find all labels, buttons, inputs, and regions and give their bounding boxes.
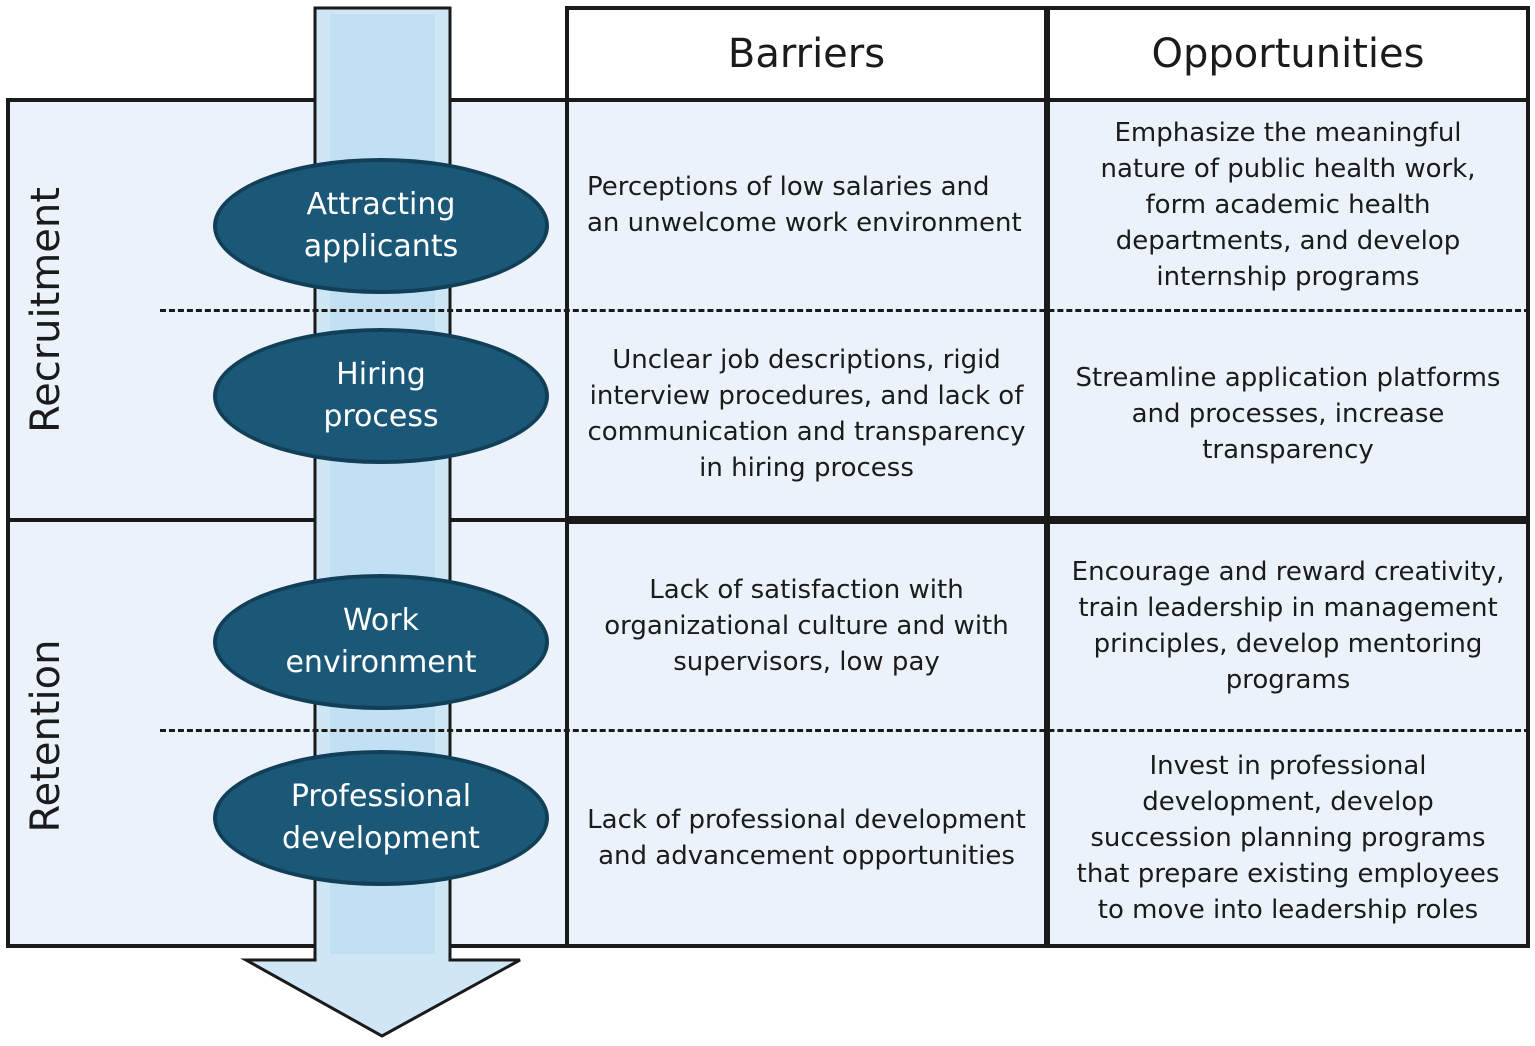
recruitment-label: Recruitment xyxy=(23,187,69,433)
barrier-text: Perceptions of low salaries and an unwel… xyxy=(587,172,1022,238)
opportunity-text: Streamline application platforms and pro… xyxy=(1075,363,1501,465)
retention-label: Retention xyxy=(23,639,69,833)
barrier-cell-hiring-process: Unclear job descriptions, rigid intervie… xyxy=(569,312,1044,516)
opportunity-cell-attracting-applicants: Emphasize the meaningful nature of publi… xyxy=(1050,102,1526,308)
opportunity-cell-work-environment: Encourage and reward creativity, train l… xyxy=(1050,524,1526,728)
dashed-divider-recruitment xyxy=(160,309,1530,312)
phase-divider xyxy=(565,516,1530,524)
barrier-cell-professional-development: Lack of professional development and adv… xyxy=(569,732,1044,944)
stage-label: Attracting applicants xyxy=(303,187,459,264)
barrier-cell-work-environment: Lack of satisfaction with organizational… xyxy=(569,524,1044,728)
opportunity-cell-hiring-process: Streamline application platforms and pro… xyxy=(1050,312,1526,516)
barriers-header: Barriers xyxy=(565,6,1048,102)
opportunity-text: Emphasize the meaningful nature of publi… xyxy=(1100,118,1476,292)
barrier-text: Unclear job descriptions, rigid intervie… xyxy=(587,345,1026,483)
opportunities-header-label: Opportunities xyxy=(1151,31,1425,77)
stage-ellipse-hiring-process: Hiring process xyxy=(213,328,549,464)
stage-ellipse-professional-development: Professional development xyxy=(213,750,549,886)
stage-ellipse-work-environment: Work environment xyxy=(213,574,549,710)
stage-label: Work environment xyxy=(285,603,477,680)
opportunity-text: Encourage and reward creativity, train l… xyxy=(1071,557,1505,695)
stage-ellipse-attracting-applicants: Attracting applicants xyxy=(213,158,549,294)
stage-label: Hiring process xyxy=(323,357,439,434)
opportunity-text: Invest in professional development, deve… xyxy=(1076,751,1500,925)
barrier-cell-attracting-applicants: Perceptions of low salaries and an unwel… xyxy=(569,102,1044,308)
barriers-header-label: Barriers xyxy=(727,31,886,77)
opportunity-cell-professional-development: Invest in professional development, deve… xyxy=(1050,732,1526,944)
barrier-text: Lack of professional development and adv… xyxy=(587,805,1026,871)
opportunities-header: Opportunities xyxy=(1046,6,1530,102)
dashed-divider-retention xyxy=(160,729,1530,732)
barrier-text: Lack of satisfaction with organizational… xyxy=(604,575,1009,677)
stage-label: Professional development xyxy=(282,779,480,856)
